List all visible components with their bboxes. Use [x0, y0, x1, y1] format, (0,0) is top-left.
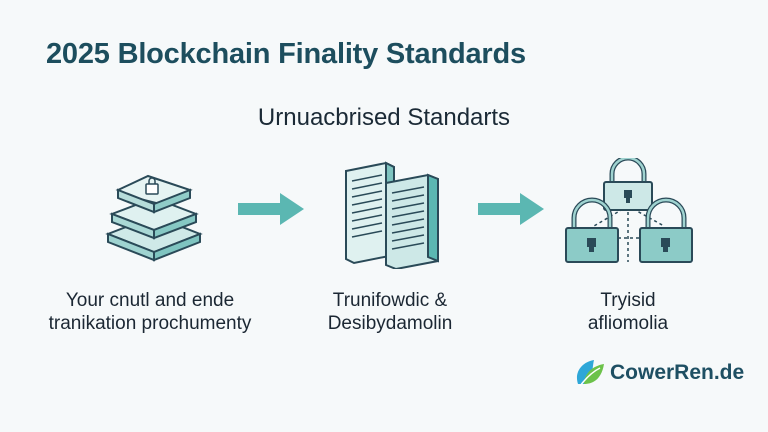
page-title: 2025 Blockchain Finality Standards	[46, 38, 526, 70]
caption-line: Trunifowdic &	[332, 290, 448, 311]
caption-line: afliomolia	[587, 313, 669, 334]
brand-logo: CowerRen.de	[572, 356, 744, 390]
server-racks-icon	[345, 161, 439, 269]
stage-2-caption: Trunifowdic & Desibydamolin	[300, 289, 480, 335]
arrow-right-icon	[478, 193, 544, 225]
caption-line: Tryisid	[600, 290, 656, 311]
stage-1-caption: Your cnutl and ende tranikation prochume…	[20, 289, 280, 335]
stacked-blocks-icon	[105, 174, 203, 262]
leaf-logo-icon	[576, 360, 604, 387]
stage-3-caption: Tryisid afliomolia	[548, 289, 708, 335]
padlock-network-icon	[565, 158, 693, 263]
stage-3	[558, 158, 700, 266]
stage-1	[96, 168, 212, 268]
caption-line: Desibydamolin	[327, 313, 453, 334]
stage-2	[340, 157, 446, 269]
caption-line: tranikation prochumenty	[48, 313, 252, 334]
brand-name: CowerRen.de	[610, 361, 745, 384]
caption-line: Your cnutl and ende	[65, 290, 235, 311]
arrow-right-icon	[238, 193, 304, 225]
page-subtitle: Urnuacbrised Standarts	[257, 104, 511, 131]
